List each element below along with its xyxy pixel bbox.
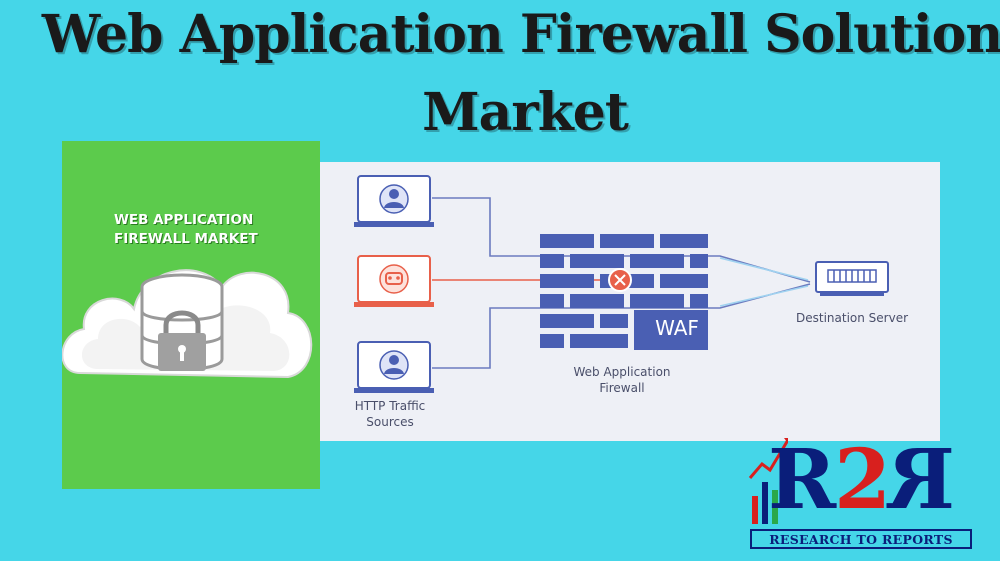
logo-letter-r: R: [768, 432, 836, 528]
firewall-wall-icon: [540, 234, 708, 350]
page-title-line2: Market: [422, 82, 629, 143]
waf-network-svg: [354, 175, 889, 393]
r2r-logo: R2R RESEARCH TO REPORTS: [748, 432, 974, 556]
laptop-user-icon: [354, 175, 434, 227]
market-cover-panel: WEB APPLICATION FIREWALL MARKET: [61, 141, 320, 489]
waf-caption: Web Application Firewall: [573, 365, 671, 395]
waf-diagram: WAF Web Application Firewall Destination…: [320, 162, 940, 441]
blocked-x-icon: [608, 268, 632, 292]
page-title-line1: Web Application Firewall Solution: [41, 4, 1000, 65]
laptop-threat-icon: [354, 255, 434, 307]
panel-caption: WEB APPLICATION FIREWALL MARKET: [114, 212, 258, 247]
database-lock-icon: [140, 273, 224, 371]
traffic-sources-label: HTTP Traffic Sources: [354, 399, 426, 429]
logo-letters: R2R: [768, 432, 955, 528]
traffic-lines: [432, 197, 811, 369]
logo-tagline: RESEARCH TO REPORTS: [750, 529, 972, 549]
trend-arrow-icon: [748, 438, 788, 524]
cloud-database-illustration: [61, 269, 313, 379]
destination-server-label: Destination Server: [795, 311, 909, 325]
laptop-user-icon: [354, 341, 434, 393]
server-icon: [815, 261, 889, 296]
logo-letter-r-mirrored: R: [889, 432, 956, 528]
logo-digit-2: 2: [834, 432, 891, 528]
waf-label: WAF: [655, 316, 699, 340]
